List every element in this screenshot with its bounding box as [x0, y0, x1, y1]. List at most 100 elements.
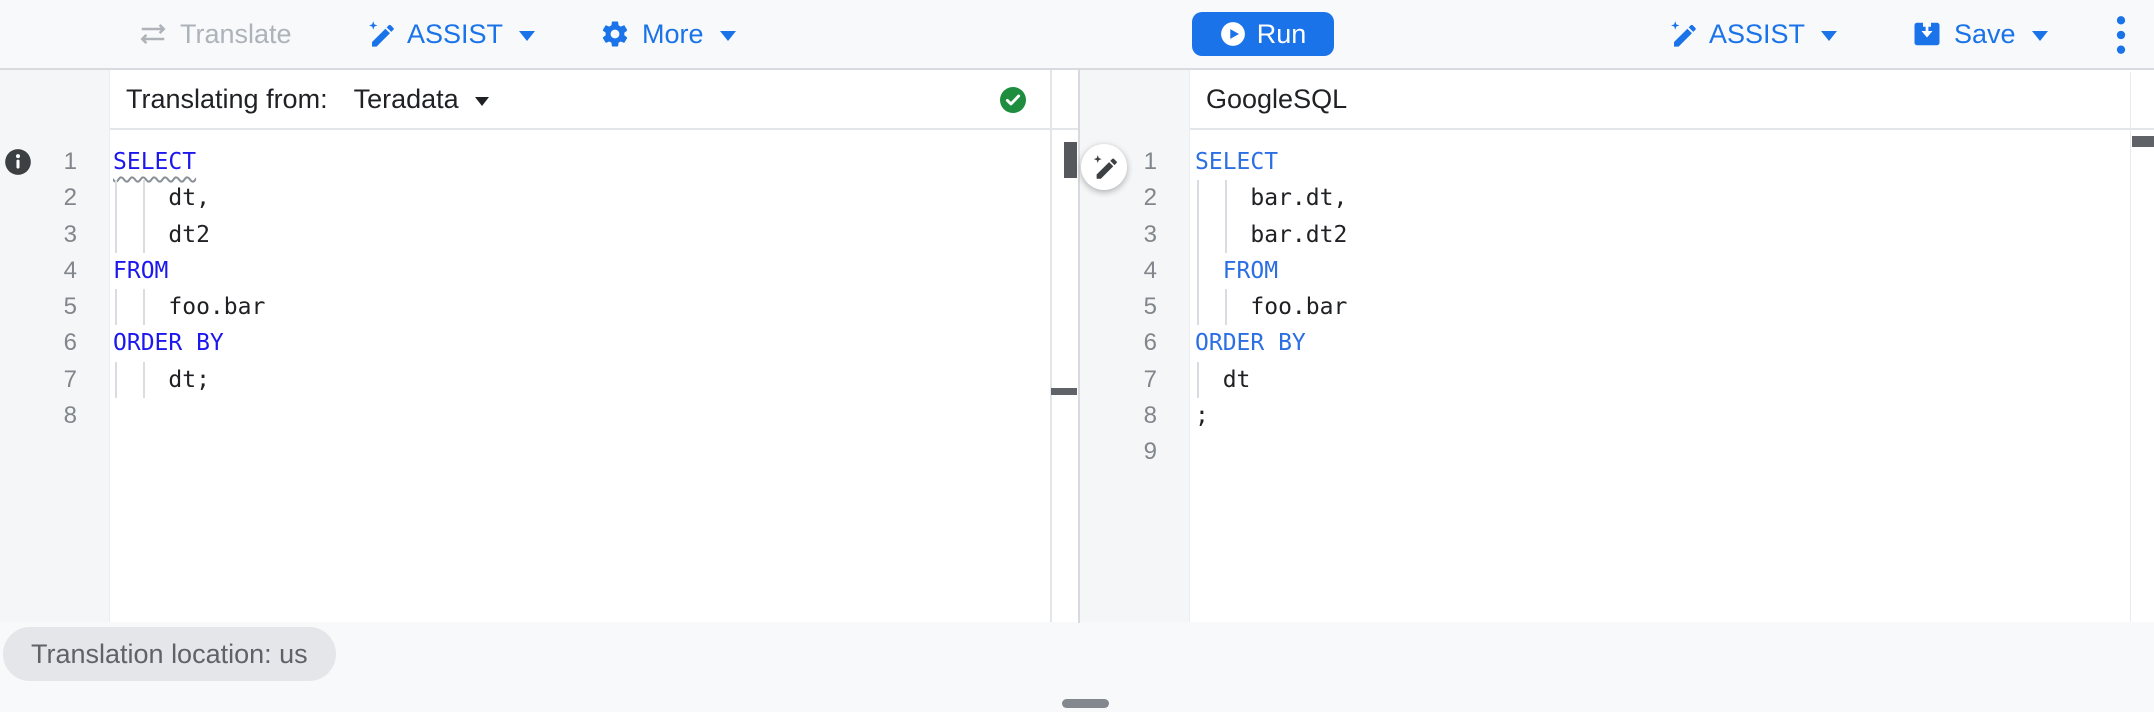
pen-sparkle-icon	[1093, 154, 1117, 179]
line-number: 7	[63, 365, 77, 393]
kebab-menu-icon	[2116, 16, 2126, 54]
chevron-down-icon	[519, 30, 536, 41]
code-line: SELECT	[1190, 144, 2152, 180]
indent-guide	[1197, 361, 1199, 399]
indent-guide	[142, 361, 145, 399]
indent-guide	[1197, 180, 1199, 217]
assist-button-right[interactable]: ASSIST	[1668, 0, 1838, 68]
assist-label: ASSIST	[407, 18, 504, 49]
indent-guide	[1224, 216, 1227, 253]
translation-location-label: Translation location: us	[31, 638, 308, 669]
play-circle-icon	[1220, 22, 1245, 46]
indent-guide	[1224, 289, 1227, 326]
left-editor-horizontal-scrollbar[interactable]	[1051, 388, 1077, 395]
indent-guide	[1224, 180, 1227, 217]
more-label: More	[642, 18, 704, 49]
line-number: 2	[63, 184, 77, 212]
indent-guide	[1197, 216, 1199, 253]
sql-keyword: SELECT	[113, 149, 197, 175]
code-line: bar.dt2	[1190, 216, 2152, 253]
pen-sparkle-icon	[1671, 20, 1696, 47]
code-line: ;	[1190, 398, 2152, 434]
line-number: 9	[1143, 438, 1157, 466]
sql-text: dt;	[113, 366, 210, 393]
info-icon[interactable]	[4, 148, 32, 176]
line-number: 5	[63, 293, 77, 321]
code-line: bar.dt,	[1190, 180, 2152, 217]
line-number: 6	[1143, 329, 1157, 357]
line-number: 8	[1143, 402, 1157, 430]
indent-guide	[115, 216, 117, 253]
sql-keyword: FROM	[113, 257, 169, 284]
indent-guide	[1197, 289, 1199, 326]
line-number: 3	[1143, 220, 1157, 248]
sql-text: bar.dt2	[1195, 221, 1348, 248]
source-dialect-value: Teradata	[353, 83, 459, 114]
code-line	[110, 398, 1048, 434]
code-line: ORDER BY	[1190, 325, 2152, 361]
assist-button-left[interactable]: ASSIST	[366, 0, 536, 68]
sql-text: dt2	[113, 221, 210, 248]
code-line: SELECT	[110, 144, 1048, 180]
sql-text: dt,	[113, 185, 210, 212]
code-line: foo.bar	[1190, 289, 2152, 326]
overflow-menu-button[interactable]	[2104, 13, 2138, 57]
translate-button[interactable]: Translate	[138, 0, 292, 68]
line-number: 4	[1143, 256, 1157, 284]
resize-handle[interactable]	[1062, 699, 1109, 708]
line-number: 7	[1143, 365, 1157, 393]
right-editor-vertical-scrollbar[interactable]	[2132, 136, 2154, 147]
save-button[interactable]: Save	[1912, 0, 2048, 68]
line-number: 8	[63, 402, 77, 430]
assist-label: ASSIST	[1709, 18, 1806, 49]
code-line: dt2	[110, 216, 1048, 253]
right-editor-right-border	[2130, 72, 2131, 622]
swap-arrows-icon	[140, 24, 166, 44]
sql-keyword: FROM	[1222, 257, 1279, 284]
save-label: Save	[1954, 18, 2016, 49]
left-editor-vertical-scrollbar[interactable]	[1064, 142, 1077, 178]
green-check-icon	[1000, 87, 1026, 113]
chevron-down-icon	[1821, 30, 1838, 41]
chevron-down-icon	[2031, 30, 2048, 41]
code-line: dt	[1190, 361, 2152, 399]
right-editor-background	[1190, 130, 2154, 622]
code-line: foo.bar	[110, 289, 1048, 326]
translating-from-label: Translating from:	[126, 83, 328, 114]
code-line	[1190, 434, 2152, 470]
chevron-down-icon	[474, 96, 489, 106]
gear-icon	[602, 21, 628, 47]
left-editor-header: Translating from: Teradata	[110, 70, 1078, 130]
target-dialect-label: GoogleSQL	[1206, 83, 1348, 114]
code-line: dt;	[110, 361, 1048, 399]
run-button[interactable]: Run	[1192, 12, 1334, 56]
sql-text: dt	[1195, 366, 1251, 393]
code-line: dt,	[110, 180, 1048, 217]
sql-keyword: ORDER BY	[1195, 330, 1306, 357]
indent-guide	[115, 289, 117, 326]
pen-sparkle-icon	[369, 20, 394, 47]
indent-guide	[142, 289, 145, 326]
code-line: FROM	[1190, 252, 2152, 290]
sql-keyword: SELECT	[1195, 149, 1279, 175]
more-button[interactable]: More	[600, 0, 736, 68]
line-number: 6	[63, 329, 77, 357]
sql-keyword: ORDER BY	[113, 330, 224, 357]
chevron-down-icon	[719, 30, 736, 41]
translation-location-badge: Translation location: us	[3, 627, 336, 681]
line-number: 1	[63, 148, 77, 175]
translate-label: Translate	[180, 18, 292, 49]
right-editor-header: GoogleSQL	[1190, 70, 2154, 130]
indent-guide	[115, 180, 117, 217]
line-number: 2	[1143, 184, 1157, 212]
source-dialect-dropdown[interactable]: Teradata	[354, 84, 489, 115]
save-box-arrow-icon	[1914, 21, 1940, 46]
panel-splitter[interactable]	[1078, 70, 1080, 623]
assist-fab-button[interactable]	[1081, 144, 1127, 190]
line-number: 4	[63, 256, 77, 284]
line-number: 3	[63, 220, 77, 248]
sql-text: bar.dt,	[1195, 185, 1348, 212]
code-line: ORDER BY	[110, 325, 1048, 361]
